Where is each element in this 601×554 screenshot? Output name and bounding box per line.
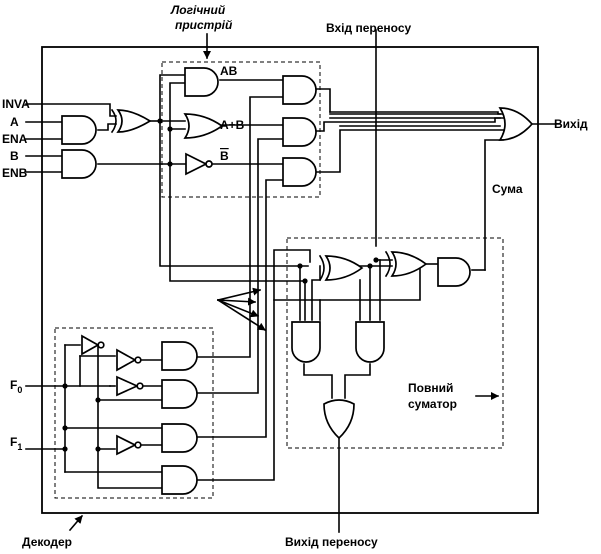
full-adder-label-1: Повний — [408, 381, 453, 395]
and-gate-b-enb — [61, 149, 97, 179]
not-gate-dec-1 — [81, 334, 100, 356]
and-gate-ab — [184, 67, 219, 97]
alu-border — [41, 46, 539, 514]
not-gate-dec-3 — [116, 375, 140, 397]
sum-label: Сума — [492, 182, 523, 196]
gates — [61, 67, 534, 495]
full-adder-box — [286, 237, 504, 449]
and-gate-sel-3 — [282, 157, 317, 187]
logic-unit-label-1: Логічний — [170, 3, 226, 17]
and-gate-dec-2 — [161, 379, 198, 409]
or-gate-a-plus-b — [183, 113, 224, 139]
decoder-box — [54, 327, 214, 499]
input-f1-label: F1 — [10, 435, 22, 452]
and-gate-a-ena — [61, 115, 97, 145]
input-enb-label: ENB — [2, 166, 28, 180]
or-gate-carry — [323, 399, 355, 440]
xor-gate-inva — [116, 109, 152, 133]
not-term-label: B — [220, 149, 229, 163]
input-f0-label: F0 — [10, 378, 22, 395]
input-ena-label: ENA — [2, 132, 28, 146]
not-gate-dec-4 — [116, 434, 137, 456]
and-term-label: AB — [220, 64, 238, 78]
and-gate-carry-2 — [355, 321, 385, 363]
and-gate-dec-1 — [161, 341, 198, 371]
logic-unit-box — [161, 61, 321, 198]
and-gate-sel-1 — [282, 75, 317, 105]
and-gate-carry-1 — [291, 321, 321, 363]
and-gate-sel-2 — [282, 117, 317, 147]
not-gate-dec-2 — [116, 348, 137, 372]
or-gate-output — [498, 107, 534, 141]
carry-in-label: Вхід переносу — [326, 21, 411, 35]
input-a-label: A — [10, 115, 19, 129]
and-gate-dec-3 — [161, 423, 198, 453]
input-inva-label: INVA — [2, 97, 30, 111]
output-label: Вихід — [554, 117, 588, 131]
junctions — [62, 118, 379, 452]
and-gate-dec-4 — [161, 465, 198, 495]
logic-unit-label-2: пристрій — [175, 18, 233, 32]
and-gate-sum-enable — [437, 257, 471, 287]
or-term-label: A+B — [220, 118, 245, 132]
xor-gate-adder-1 — [324, 255, 364, 281]
xor-gate-adder-2 — [390, 251, 428, 277]
not-gate-b — [185, 152, 208, 176]
input-b-label: B — [10, 149, 19, 163]
full-adder-label-2: суматор — [408, 397, 457, 411]
carry-out-label: Вихід переносу — [285, 535, 378, 549]
wires — [25, 29, 561, 533]
decoder-label: Декодер — [22, 535, 72, 549]
